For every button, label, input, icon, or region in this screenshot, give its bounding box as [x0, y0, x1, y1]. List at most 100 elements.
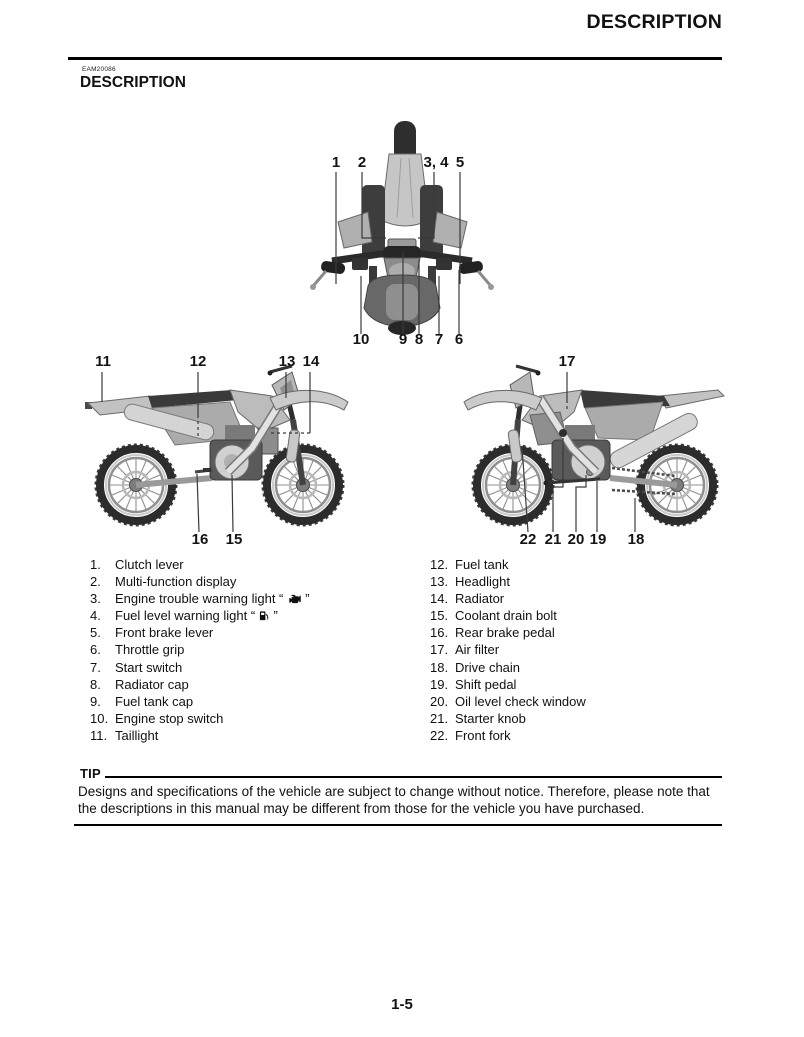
left-side-view-figure: 11 12 13 14 16 15 [85, 353, 349, 548]
left-side-callouts: 11 12 13 14 16 15 [95, 353, 320, 548]
parts-list-item: 21. Starter knob [430, 710, 765, 727]
callout-number: 7 [435, 331, 443, 348]
parts-list-item: 14. Radiator [430, 590, 765, 607]
callout-number: 21 [545, 531, 562, 548]
parts-list-item: 6. Throttle grip [90, 641, 425, 658]
parts-list-item: 17. Air filter [430, 641, 765, 658]
engine-warning-icon [289, 595, 301, 604]
parts-item-label: Radiator cap [115, 676, 189, 692]
parts-item-label: Throttle grip [115, 642, 185, 658]
front-view-figure: 1 2 3, 4 5 10 9 8 7 6 [310, 121, 494, 348]
parts-list-item: 18. Drive chain [430, 659, 765, 676]
right-side-view-figure: 17 22 21 20 19 18 [463, 353, 726, 548]
parts-item-number: 12. [430, 557, 449, 572]
parts-list-item: 5. Front brake lever [90, 624, 425, 641]
tip-heading: TIP [80, 766, 101, 781]
parts-item-number: 5. [90, 625, 101, 641]
callout-number: 19 [590, 531, 607, 548]
motorcycle-right-side-illustration [463, 364, 726, 525]
parts-item-number: 6. [90, 642, 101, 658]
parts-item-label: Clutch lever [115, 557, 184, 572]
callout-number: 2 [358, 154, 366, 171]
parts-list-item: 3. Engine trouble warning light “ ” [90, 590, 425, 607]
callout-number: 10 [353, 331, 370, 348]
callout-number: 8 [415, 331, 423, 348]
tip-rule-top [105, 776, 722, 778]
parts-item-label: Coolant drain bolt [455, 608, 557, 624]
parts-item-label: Headlight [455, 574, 510, 590]
parts-item-label: Oil level check window [455, 693, 586, 709]
parts-item-number: 20. [430, 693, 449, 709]
parts-item-label: Air filter [455, 642, 500, 658]
callout-number: 3, 4 [423, 154, 449, 171]
parts-item-number: 16. [430, 625, 449, 641]
running-header-title: DESCRIPTION [586, 11, 722, 33]
parts-item-label: Starter knob [455, 710, 526, 726]
parts-list-item: 9.Fuel tank cap [90, 693, 425, 710]
right-side-callouts: 17 22 21 20 19 18 [520, 353, 645, 548]
parts-item-number: 18. [430, 659, 449, 675]
header-rule [68, 57, 722, 60]
parts-item-number: 13. [430, 574, 449, 590]
parts-list-item: 10. Engine stop switch [90, 710, 425, 727]
parts-item-number: 22. [430, 727, 449, 743]
callout-number: 18 [628, 531, 645, 548]
callout-number: 5 [456, 154, 464, 171]
parts-item-number: 4. [90, 608, 101, 624]
parts-list-item: 7. Start switch [90, 659, 425, 676]
parts-list-item: 20. Oil level check window [430, 693, 765, 710]
left-side-leader-lines [101, 372, 311, 533]
parts-item-number: 21. [430, 710, 449, 726]
callout-number: 13 [279, 353, 296, 370]
parts-item-number: 3. [90, 591, 101, 607]
callout-number: 22 [520, 531, 537, 548]
parts-item-number: 17. [430, 642, 449, 658]
parts-list-item: 8. Radiator cap [90, 676, 425, 693]
callout-number: 6 [455, 331, 463, 348]
parts-list-item: 19. Shift pedal [430, 676, 765, 693]
callout-number: 20 [568, 531, 585, 548]
callout-number: 9 [399, 331, 407, 348]
front-view-leader-lines [335, 172, 461, 334]
parts-item-label: Rear brake pedal [455, 625, 555, 641]
right-side-leader-lines [521, 372, 636, 533]
parts-item-label: Fuel tank cap [115, 693, 194, 709]
parts-item-number: 7. [90, 659, 101, 675]
parts-item-label: Shift pedal [455, 676, 517, 692]
callout-number: 15 [226, 531, 243, 548]
parts-item-number: 10. [90, 710, 109, 726]
parts-item-number: 14. [430, 591, 449, 607]
parts-list-item: 1.Clutch lever [90, 556, 425, 573]
motorcycle-left-side-illustration [85, 364, 349, 525]
parts-item-number: 15. [430, 608, 449, 624]
parts-item-label: Engine stop switch [115, 710, 224, 726]
parts-item-label: Radiator [455, 591, 505, 607]
parts-list-item: 13. Headlight [430, 573, 765, 590]
parts-item-label: Taillight [115, 727, 159, 743]
parts-item-label: Fuel level warning light “ ” [115, 608, 278, 624]
parts-item-label: Front fork [455, 727, 511, 743]
parts-item-label: Front brake lever [115, 625, 214, 641]
front-view-callouts: 1 2 3, 4 5 10 9 8 7 6 [332, 154, 464, 348]
tip-body-text: Designs and specifications of the vehicl… [78, 784, 710, 816]
callout-number: 16 [192, 531, 209, 548]
parts-list-item: 16. Rear brake pedal [430, 624, 765, 641]
parts-list-item: 12.Fuel tank [430, 556, 765, 573]
parts-list-item: 22. Front fork [430, 727, 765, 744]
parts-list-item: 11.Taillight [90, 727, 425, 744]
parts-list-item: 2.Multi-function display [90, 573, 425, 590]
callout-number: 14 [303, 353, 320, 370]
parts-item-label: Engine trouble warning light “ ” [115, 591, 310, 607]
parts-item-number: 19. [430, 676, 449, 692]
callout-number: 1 [332, 154, 340, 171]
page-number: 1-5 [391, 996, 413, 1013]
parts-item-label: Start switch [115, 659, 183, 675]
parts-item-label: Multi-function display [115, 574, 237, 590]
section-code: EAM20086 [82, 66, 116, 73]
section-title: DESCRIPTION [80, 74, 186, 91]
parts-item-number: 8. [90, 676, 101, 692]
parts-item-label: Drive chain [455, 659, 521, 675]
